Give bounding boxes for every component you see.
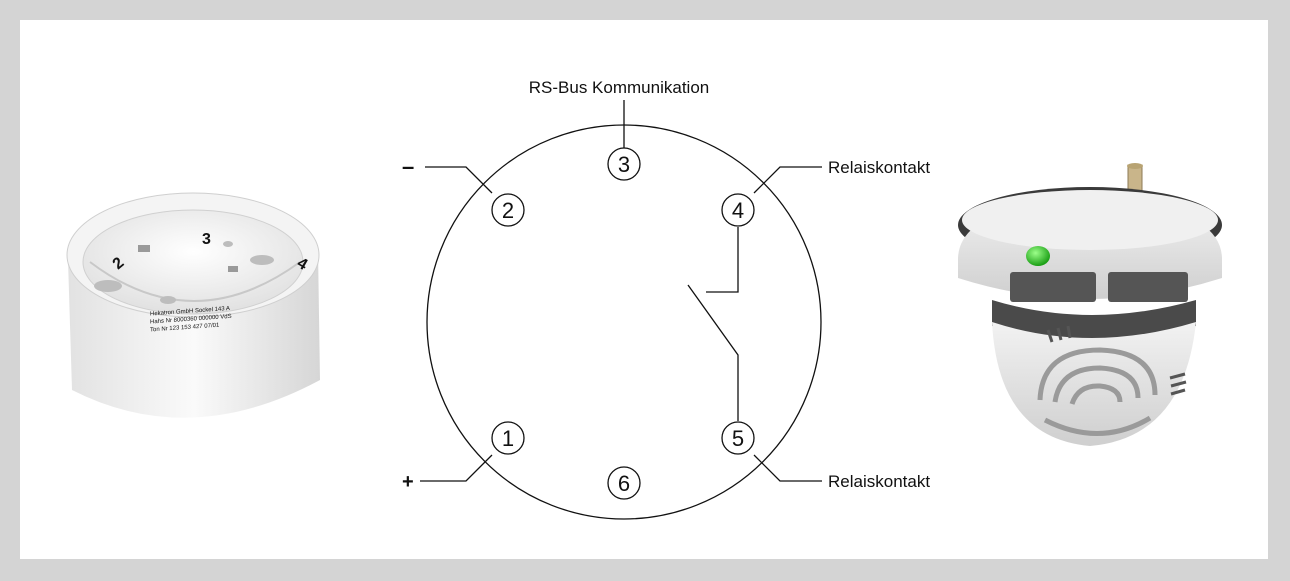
relay-contact-upper <box>706 227 739 293</box>
terminal-circle <box>721 193 755 227</box>
sticker-line: Hahs Nr 8000360 000000 VdS <box>150 314 232 326</box>
terminal-5-label: 5 <box>732 426 744 451</box>
leader-line-1 <box>420 454 493 482</box>
base-slot <box>228 266 238 272</box>
terminal-circle <box>491 421 525 455</box>
terminal-4-label: 4 <box>732 198 744 223</box>
smoke-detector-image <box>958 163 1222 446</box>
terminal-circle <box>721 421 755 455</box>
relay-contact-lower <box>687 284 739 421</box>
wiring-diagram <box>420 100 822 520</box>
terminal-2-label: 2 <box>502 198 514 223</box>
terminal-6-label: 6 <box>618 471 630 496</box>
terminal-3-label: 3 <box>618 152 630 177</box>
leader-line-2 <box>425 166 493 194</box>
status-led <box>1026 246 1050 266</box>
plus-label: + <box>402 471 414 493</box>
relay-contact-label-top: Relaiskontakt <box>828 158 930 177</box>
base-sticker: Hekatron GmbH Sockel 143 A Hahs Nr 80003… <box>150 306 232 334</box>
detector-base-image: 2 3 4 Hekatron GmbH Sockel 143 A Hahs Nr… <box>66 192 320 418</box>
sticker-line: Hekatron GmbH Sockel 143 A <box>150 306 230 318</box>
terminal-circle <box>491 193 525 227</box>
detector-grille <box>1037 347 1158 436</box>
connection-circle <box>426 124 822 520</box>
leader-line-4 <box>753 166 822 194</box>
base-digit: 3 <box>202 231 211 248</box>
base-slot <box>138 245 150 252</box>
leader-line-5 <box>753 454 822 482</box>
rs-bus-label: RS-Bus Kommunikation <box>529 78 709 97</box>
minus-label: – <box>402 154 414 179</box>
sticker-line: Ton Nr 123 153 427 07/01 <box>150 323 220 334</box>
terminal-circle <box>607 466 641 500</box>
terminal-circle <box>607 147 641 181</box>
relay-contact-label-bottom: Relaiskontakt <box>828 472 930 491</box>
terminal-1-label: 1 <box>502 426 514 451</box>
